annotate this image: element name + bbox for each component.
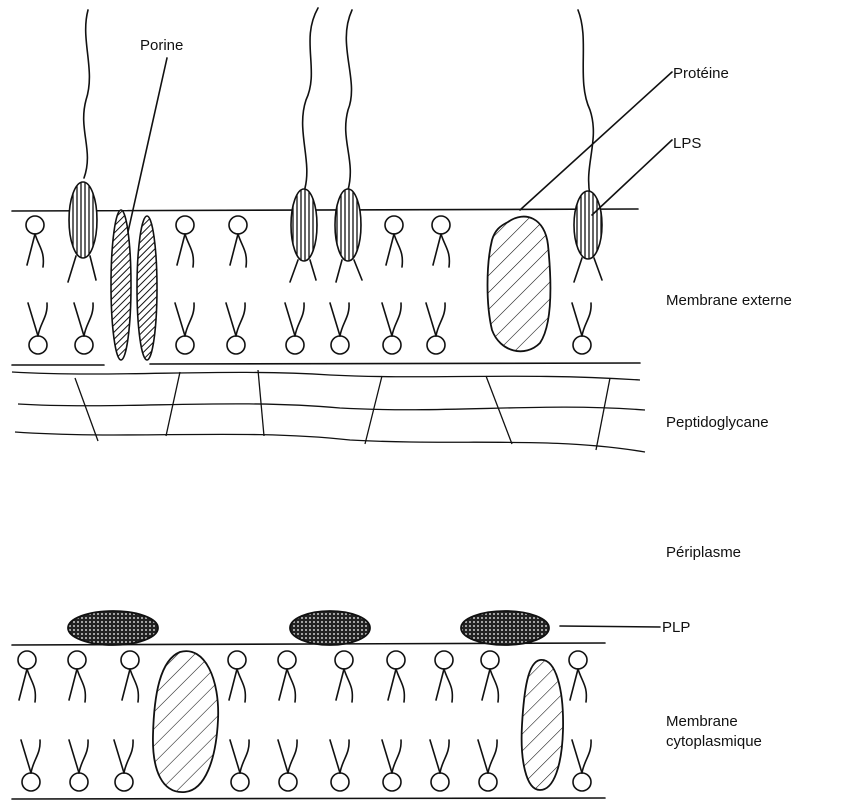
phospholipid-lower <box>69 740 88 791</box>
phospholipid-lower <box>382 303 401 354</box>
cyto-membrane-protein <box>153 651 218 792</box>
label-porine: Porine <box>140 37 183 54</box>
lps-molecule <box>68 10 97 282</box>
phospholipid-lower <box>278 740 297 791</box>
label-membrane-externe: Membrane externe <box>666 292 792 309</box>
phospholipid-upper <box>387 651 405 702</box>
label-proteine: Protéine <box>673 65 729 82</box>
phospholipid-lower <box>285 303 304 354</box>
phospholipid-upper <box>121 651 139 702</box>
plp-protein <box>290 611 370 645</box>
cyto-phospholipids <box>18 651 591 791</box>
lps-molecule <box>290 8 318 282</box>
phospholipid-lower <box>426 303 445 354</box>
label-lps: LPS <box>673 135 701 152</box>
plp-proteins <box>68 611 549 645</box>
outer-membrane-bottom-line-right <box>150 363 640 364</box>
phospholipid-lower <box>430 740 449 791</box>
cyto-membrane-bottom-line <box>12 798 605 799</box>
plp-protein <box>68 611 158 645</box>
pointer-porine <box>128 58 167 232</box>
pointer-plp <box>560 626 660 627</box>
phospholipid-upper <box>26 216 44 267</box>
phospholipid-upper <box>176 216 194 267</box>
cytoplasmic-membrane <box>12 643 605 799</box>
label-peptidoglycane: Peptidoglycane <box>666 414 769 431</box>
plp-protein <box>461 611 549 645</box>
phospholipid-lower <box>114 740 133 791</box>
pointer-lps <box>592 140 672 215</box>
phospholipid-lower <box>28 303 47 354</box>
outer-membrane-protein <box>488 217 551 352</box>
outer-membrane-top-line <box>12 209 638 211</box>
lps-molecule <box>335 10 362 282</box>
phospholipid-lower <box>572 740 591 791</box>
phospholipid-upper <box>229 216 247 267</box>
phospholipid-lower <box>175 303 194 354</box>
phospholipid-lower <box>572 303 591 354</box>
pointer-proteine <box>520 72 672 210</box>
phospholipid-lower <box>226 303 245 354</box>
phospholipid-lower <box>230 740 249 791</box>
phospholipid-upper <box>18 651 36 702</box>
phospholipid-lower <box>21 740 40 791</box>
lps-molecule <box>574 10 602 282</box>
phospholipid-lower <box>74 303 93 354</box>
phospholipid-upper <box>432 216 450 267</box>
phospholipid-lower <box>330 303 349 354</box>
phospholipid-lower <box>330 740 349 791</box>
phospholipid-lower <box>382 740 401 791</box>
label-membrane-cyto-line2: cytoplasmique <box>666 733 762 750</box>
phospholipid-upper <box>435 651 453 702</box>
phospholipid-upper <box>68 651 86 702</box>
phospholipid-upper <box>228 651 246 702</box>
phospholipid-lower <box>478 740 497 791</box>
label-membrane-cyto-line1: Membrane <box>666 713 738 730</box>
peptidoglycan-layer <box>12 370 645 452</box>
cyto-membrane-protein <box>522 660 563 790</box>
phospholipid-upper <box>335 651 353 702</box>
porin <box>111 210 157 360</box>
phospholipid-upper <box>278 651 296 702</box>
phospholipid-upper <box>481 651 499 702</box>
label-plp: PLP <box>662 619 690 636</box>
phospholipid-upper <box>569 651 587 702</box>
phospholipid-upper <box>385 216 403 267</box>
label-periplasme: Périplasme <box>666 544 741 561</box>
